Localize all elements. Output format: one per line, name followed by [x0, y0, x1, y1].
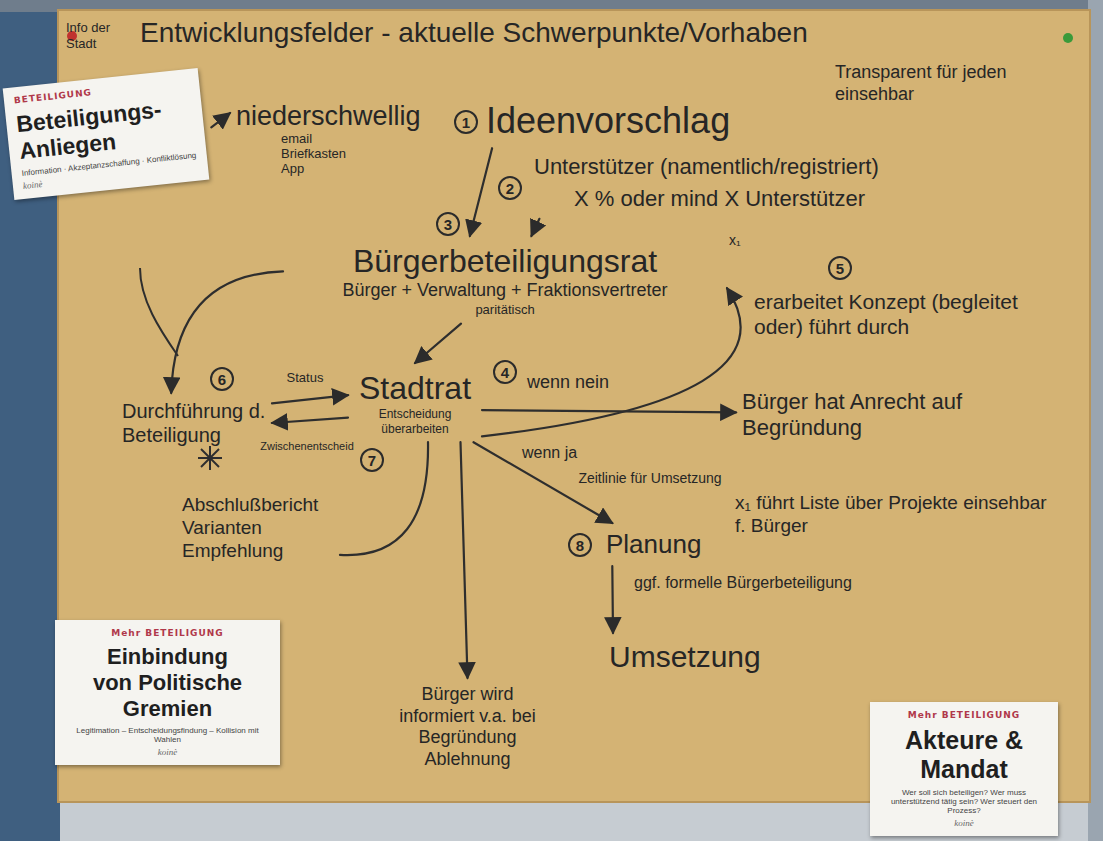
- topic-card: Mehr BETEILIGUNG Akteure & MandatWer soll…: [870, 702, 1058, 836]
- star-stroke: [201, 449, 219, 467]
- callout-number: 7: [360, 448, 384, 472]
- edge-label: Zwischenentscheid: [258, 440, 356, 453]
- node-subtext: Einbindung von Politische Gremien: [93, 644, 243, 722]
- paper-edge: [58, 10, 1090, 802]
- connector: [531, 219, 539, 236]
- flow-step: niederschwelligemail Briefkasten App: [232, 96, 425, 181]
- node-subtext: X % oder mind X Unterstützer: [574, 186, 996, 212]
- callout-number: 5: [828, 256, 852, 280]
- node-text: BETEILIGUNG: [13, 77, 189, 105]
- node-text: Umsetzung: [609, 639, 761, 675]
- connector: [415, 324, 461, 363]
- callout-number: 2: [498, 176, 522, 200]
- flow-step: StadtratEntscheidung überarbeiten: [350, 365, 480, 440]
- node-subtext: Bürger + Verwaltung + Fraktionsvertreter: [289, 280, 721, 302]
- node-subtext: koinè: [880, 818, 1048, 828]
- node-subtext: email Briefkasten App: [281, 132, 366, 177]
- node-subtext: Legitimation – Entscheidungsfindung – Ko…: [65, 726, 270, 744]
- flow-step: Ideenvorschlag: [482, 95, 734, 146]
- node-text: niederschwellig: [236, 100, 421, 132]
- node-text: Bürger wird informiert v.a. bei Begründu…: [389, 684, 546, 770]
- connector: [470, 148, 492, 236]
- connector: [340, 442, 428, 555]
- callout-number: 6: [210, 367, 234, 391]
- node-text: Ideenvorschlag: [486, 99, 730, 142]
- flow-step: Bürger hat Anrecht auf Begründung: [738, 385, 998, 446]
- flow-step: Abschlußbericht Varianten Empfehlung: [178, 490, 338, 566]
- node-text: Mehr BETEILIGUNG: [65, 628, 270, 638]
- node-text: Durchführung d. Beteiligung: [122, 399, 266, 447]
- star-mark: [198, 446, 222, 470]
- note: Info der Stadt: [66, 20, 114, 51]
- node-subtext: paritätisch: [289, 302, 721, 318]
- callout-number: 3: [436, 212, 460, 236]
- note: Transparent für jeden einsehbar: [835, 62, 1045, 105]
- node-subtext: Entscheidung überarbeiten: [354, 407, 476, 436]
- node-text: Unterstützer (namentlich/registriert): [534, 154, 996, 180]
- edge-label: Zeitlinie für Umsetzung: [576, 470, 723, 486]
- note: x₁ führt Liste über Projekte einsehbar f…: [735, 492, 1055, 538]
- connector: [482, 410, 736, 412]
- hand-line: [140, 268, 178, 356]
- node-text: Stadtrat: [354, 369, 476, 407]
- star-stroke: [201, 449, 219, 467]
- topic-card: Mehr BETEILIGUNG Einbindung von Politisch…: [55, 620, 280, 765]
- edge-label: wenn nein: [525, 372, 611, 393]
- node-text: Planung: [606, 529, 701, 560]
- connector: [611, 566, 614, 633]
- kraft-paper: [58, 10, 1090, 802]
- connector: [272, 395, 348, 403]
- flow-step: Planung: [602, 525, 705, 564]
- edge-label: wenn ja: [520, 444, 579, 462]
- footnote-mark: x₁: [729, 232, 741, 249]
- node-subtext: Wer soll sich beteiligen? Wer muss unter…: [880, 788, 1048, 815]
- flow-step: erarbeitet Konzept (begleitet oder) führ…: [750, 285, 1040, 343]
- topic-card: BETEILIGUNGBeteiligungs-AnliegenInformat…: [3, 68, 210, 200]
- callout-number: 8: [568, 533, 592, 557]
- callout-number: 4: [493, 360, 517, 384]
- flow-step: Unterstützer (namentlich/registriert) X %…: [530, 150, 1000, 217]
- edge-label: ggf. formelle Bürgerbeteiligung: [632, 574, 854, 592]
- node-text: Bürger hat Anrecht auf Begründung: [742, 389, 994, 442]
- connector: [211, 113, 230, 127]
- node-subtext: Akteure & Mandat: [880, 726, 1048, 784]
- flow-step: BürgerbeteiligungsratBürger + Verwaltung…: [285, 238, 725, 322]
- pin: [1063, 33, 1073, 43]
- node-text: Abschlußbericht Varianten Empfehlung: [182, 494, 334, 562]
- flow-step: Umsetzung: [605, 635, 765, 679]
- node-text: Mehr BETEILIGUNG: [880, 710, 1048, 720]
- connector: [171, 271, 283, 393]
- flow-step: Durchführung d. Beteiligung: [118, 395, 270, 451]
- flow-step: Bürger wird informiert v.a. bei Begründu…: [385, 680, 550, 774]
- edge-label: Status: [285, 371, 326, 386]
- node-text: Bürgerbeteiligungsrat: [289, 242, 721, 280]
- connector: [461, 442, 468, 678]
- node-subtext: koinè: [65, 747, 270, 757]
- node-text: erarbeitet Konzept (begleitet oder) führ…: [754, 289, 1036, 339]
- callout-number: 1: [454, 110, 478, 134]
- chart-title: Entwicklungsfelder - aktuelle Schwerpunk…: [140, 16, 808, 50]
- connector: [272, 418, 348, 423]
